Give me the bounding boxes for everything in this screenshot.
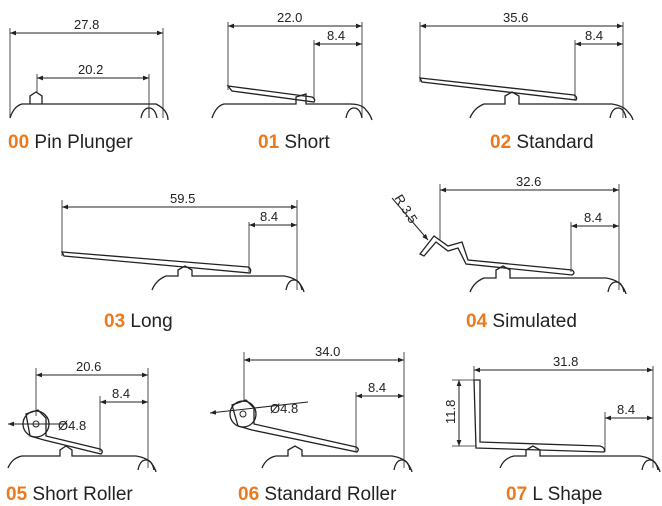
caption-06: 06 Standard Roller <box>238 484 396 506</box>
dim-02-tip: 8.4 <box>585 28 603 43</box>
caption-05-code: 05 <box>6 484 28 505</box>
dim-00-overall: 27.8 <box>74 17 99 32</box>
caption-03-code: 03 <box>104 311 126 332</box>
caption-03-name: Long <box>130 311 173 332</box>
drawing-07-l-shape: 31.8 8.4 11.8 <box>443 354 661 473</box>
caption-07-name: L Shape <box>532 484 603 505</box>
drawing-06-standard-roller: 34.0 8.4 Ø4.8 <box>209 344 413 473</box>
dim-02-overall: 35.6 <box>503 10 528 25</box>
dim-06-tip: 8.4 <box>368 380 386 395</box>
caption-04: 04 Simulated <box>466 311 577 333</box>
caption-04-name: Simulated <box>492 311 577 332</box>
dim-05-overall: 20.6 <box>76 359 101 374</box>
caption-04-code: 04 <box>466 311 488 332</box>
caption-00-code: 00 <box>8 132 30 153</box>
caption-01-code: 01 <box>258 132 280 153</box>
caption-03: 03 Long <box>104 311 173 333</box>
drawing-00-pin-plunger: 27.8 20.2 <box>9 17 169 121</box>
caption-02-code: 02 <box>490 132 512 153</box>
caption-02-name: Standard <box>516 132 594 153</box>
dim-04-radius: R 3.5 <box>391 192 420 226</box>
caption-07-code: 07 <box>506 484 528 505</box>
dim-07-overall: 31.8 <box>553 354 578 369</box>
drawing-05-short-roller: 20.6 8.4 Ø4.8 <box>7 359 157 473</box>
caption-07: 07 L Shape <box>506 484 603 506</box>
caption-06-code: 06 <box>238 484 260 505</box>
dim-07-height: 11.8 <box>443 400 458 424</box>
dim-00-pin: 20.2 <box>78 62 103 77</box>
caption-01: 01 Short <box>258 132 330 154</box>
dim-01-overall: 22.0 <box>277 10 302 25</box>
drawing-03-long: 59.5 8.4 <box>60 191 305 293</box>
dim-01-tip: 8.4 <box>327 28 345 43</box>
dim-05-diameter: Ø4.8 <box>58 418 86 433</box>
dim-03-overall: 59.5 <box>170 191 195 206</box>
dim-03-tip: 8.4 <box>260 209 278 224</box>
caption-06-name: Standard Roller <box>264 484 397 505</box>
caption-00-name: Pin Plunger <box>34 132 133 153</box>
caption-05: 05 Short Roller <box>6 484 133 506</box>
dim-04-tip: 8.4 <box>584 210 602 225</box>
caption-05-name: Short Roller <box>32 484 133 505</box>
dim-05-tip: 8.4 <box>112 386 130 401</box>
dim-06-diameter: Ø4.8 <box>270 401 298 416</box>
caption-01-name: Short <box>284 132 330 153</box>
dim-04-overall: 32.6 <box>516 174 541 189</box>
drawing-02-standard: 35.6 8.4 <box>418 10 634 121</box>
drawing-01-short: 22.0 8.4 <box>211 10 373 121</box>
dim-06-overall: 34.0 <box>315 344 340 359</box>
dim-07-tip: 8.4 <box>617 402 635 417</box>
drawing-04-simulated: 32.6 8.4 R 3.5 <box>391 174 627 295</box>
caption-00: 00 Pin Plunger <box>8 132 133 154</box>
caption-02: 02 Standard <box>490 132 594 154</box>
